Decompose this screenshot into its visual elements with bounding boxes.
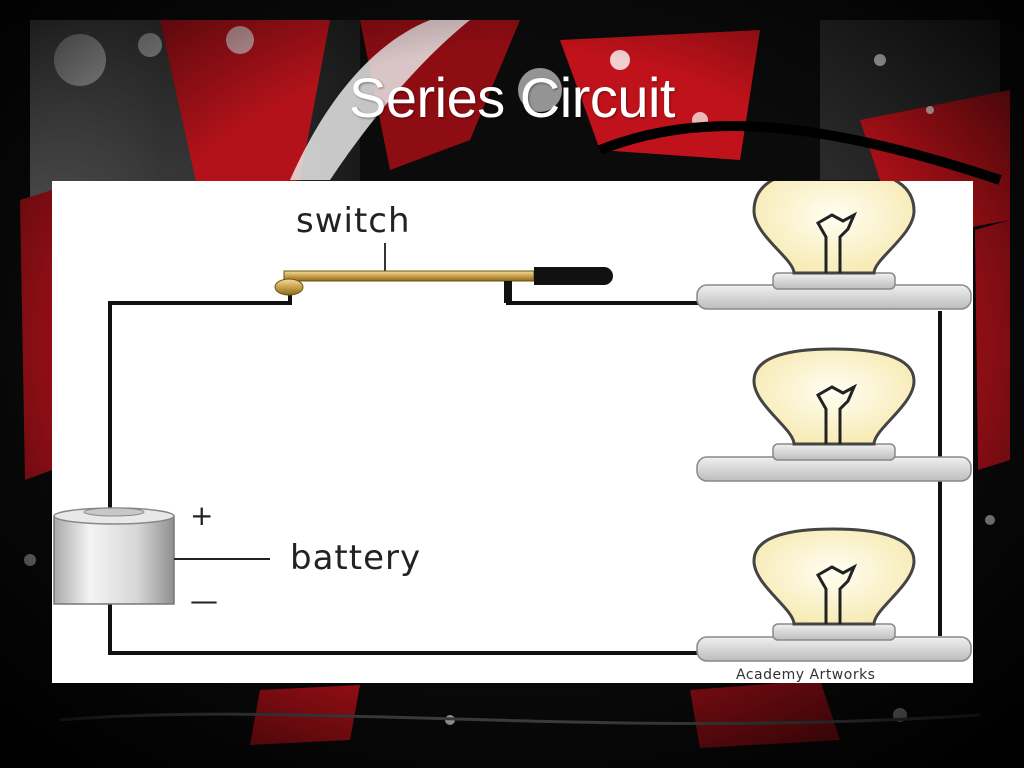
circuit-diagram: switch battery + — Academy Artworks xyxy=(52,181,973,683)
image-credit: Academy Artworks xyxy=(736,667,876,683)
bulb-bottom xyxy=(696,527,972,662)
bulb-top xyxy=(696,181,972,310)
battery xyxy=(53,507,270,605)
negative-terminal-label: — xyxy=(190,584,218,617)
battery-label: battery xyxy=(290,538,422,578)
switch xyxy=(274,243,613,303)
bulb-middle xyxy=(696,347,972,482)
circuit-diagram-drawing xyxy=(53,181,972,662)
switch-label: switch xyxy=(296,201,411,241)
positive-terminal-label: + xyxy=(190,499,214,532)
slide-title-text: Series Circuit xyxy=(349,66,675,129)
slide-title: Series Circuit xyxy=(0,62,1024,134)
